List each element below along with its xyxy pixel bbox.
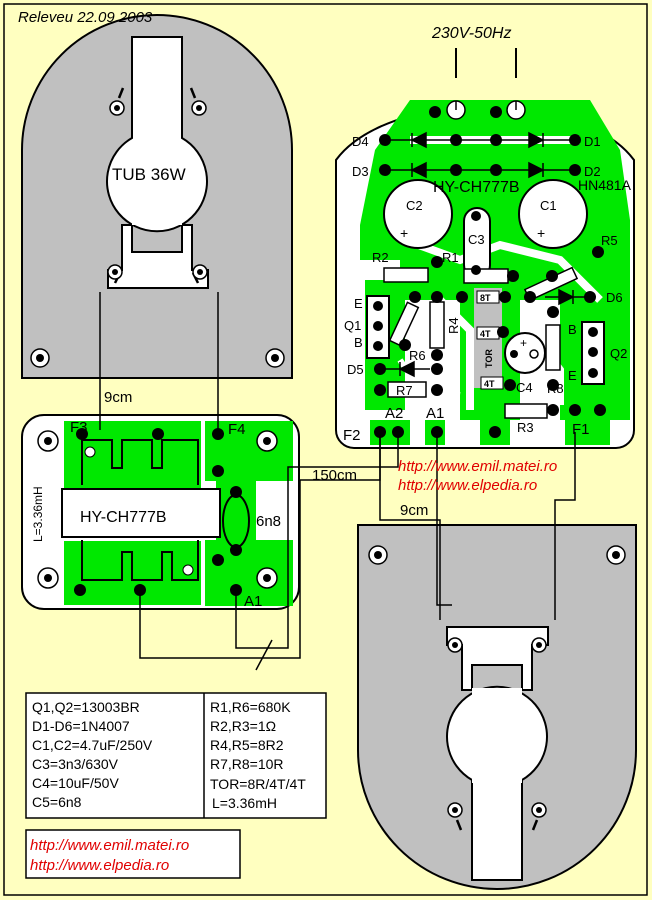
pcb-model-label: HY-CH777B xyxy=(433,179,520,196)
label-d4: D4 xyxy=(352,134,369,149)
wire-label-9cm-bottom: 9cm xyxy=(400,502,428,519)
main-pcb xyxy=(335,100,635,449)
bom-right-3: R7,R8=10R xyxy=(210,756,284,772)
label-d3: D3 xyxy=(352,164,369,179)
bom-left-0: Q1,Q2=13003BR xyxy=(32,699,140,715)
label-d2: D2 xyxy=(584,164,601,179)
date-label: Releveu 22.09.2003 xyxy=(18,9,153,26)
bom-right-5: L=3.36mH xyxy=(212,795,277,811)
link-emil-matei-top[interactable]: http://www.emil.matei.ro xyxy=(398,458,557,475)
coil-pin-f4: F4 xyxy=(228,421,246,438)
supply-label: 230V-50Hz xyxy=(431,25,511,42)
bom-left-2: C1,C2=4.7uF/250V xyxy=(32,737,153,753)
label-r5: R5 xyxy=(601,233,618,248)
bom-left-1: D1-D6=1N4007 xyxy=(32,718,130,734)
label-q1-b: B xyxy=(354,335,363,350)
tube-label: TUB 36W xyxy=(112,165,186,184)
label-tap-4t-b: 4T xyxy=(484,379,495,389)
label-d1: D1 xyxy=(584,134,601,149)
wire-label-9cm-top: 9cm xyxy=(104,389,132,406)
bom-right-0: R1,R6=680K xyxy=(210,699,291,715)
label-c2: C2 xyxy=(406,198,423,213)
label-tap-8t: 8T xyxy=(480,293,491,303)
label-plus-c2: + xyxy=(400,225,408,241)
bom-right-4: TOR=8R/4T/4T xyxy=(210,776,306,792)
bom-right-2: R4,R5=8R2 xyxy=(210,737,284,753)
coil-pin-a1: A1 xyxy=(244,593,262,610)
label-c4: C4 xyxy=(516,380,533,395)
label-r2: R2 xyxy=(372,250,389,265)
bom-left-4: C4=10uF/50V xyxy=(32,775,119,791)
label-tor: TOR xyxy=(484,349,494,368)
label-r8: R8 xyxy=(547,381,564,396)
link-emil-matei[interactable]: http://www.emil.matei.ro xyxy=(30,837,189,854)
bom-left-3: C3=3n3/630V xyxy=(32,756,119,772)
coil-inductance-label: L=3.36mH xyxy=(31,486,45,542)
link-elpedia[interactable]: http://www.elpedia.ro xyxy=(30,857,169,874)
label-q1-e: E xyxy=(354,296,363,311)
label-q1: Q1 xyxy=(344,318,361,333)
lamp-holder-top xyxy=(21,14,293,379)
wire-harness xyxy=(99,292,576,671)
label-r7: R7 xyxy=(396,383,413,398)
label-r6: R6 xyxy=(409,348,426,363)
label-d5: D5 xyxy=(347,362,364,377)
coil-board xyxy=(21,414,300,610)
label-conn-a2: A2 xyxy=(385,405,403,422)
outer-frame xyxy=(3,3,648,896)
label-c1: C1 xyxy=(540,198,557,213)
wire-label-150cm: 150cm xyxy=(312,467,357,484)
bom-left-5: C5=6n8 xyxy=(32,794,82,810)
label-q2: Q2 xyxy=(610,346,627,361)
label-r4: R4 xyxy=(446,317,461,334)
label-conn-f2: F2 xyxy=(343,427,361,444)
lamp-holder-bottom xyxy=(357,524,637,890)
label-q2-e: E xyxy=(568,368,577,383)
link-elpedia-top[interactable]: http://www.elpedia.ro xyxy=(398,477,537,494)
label-conn-f1: F1 xyxy=(572,421,590,438)
label-c3: C3 xyxy=(468,232,485,247)
coil-pin-f3: F3 xyxy=(70,419,88,436)
label-r3: R3 xyxy=(517,420,534,435)
label-tap-4t-a: 4T xyxy=(480,329,491,339)
coil-cap-label: 6n8 xyxy=(256,513,281,530)
bom-table xyxy=(25,692,327,819)
label-plus-c1: + xyxy=(537,225,545,241)
label-q2-b: B xyxy=(568,322,577,337)
coil-model-label: HY-CH777B xyxy=(80,509,167,526)
label-conn-a1: A1 xyxy=(426,405,444,422)
links-box xyxy=(25,829,241,879)
label-d6: D6 xyxy=(606,290,623,305)
bom-right-1: R2,R3=1Ω xyxy=(210,718,276,734)
pcb-chip-label: HN481A xyxy=(578,177,632,193)
label-plus-c4: + xyxy=(520,336,527,350)
label-r1: R1 xyxy=(442,250,459,265)
